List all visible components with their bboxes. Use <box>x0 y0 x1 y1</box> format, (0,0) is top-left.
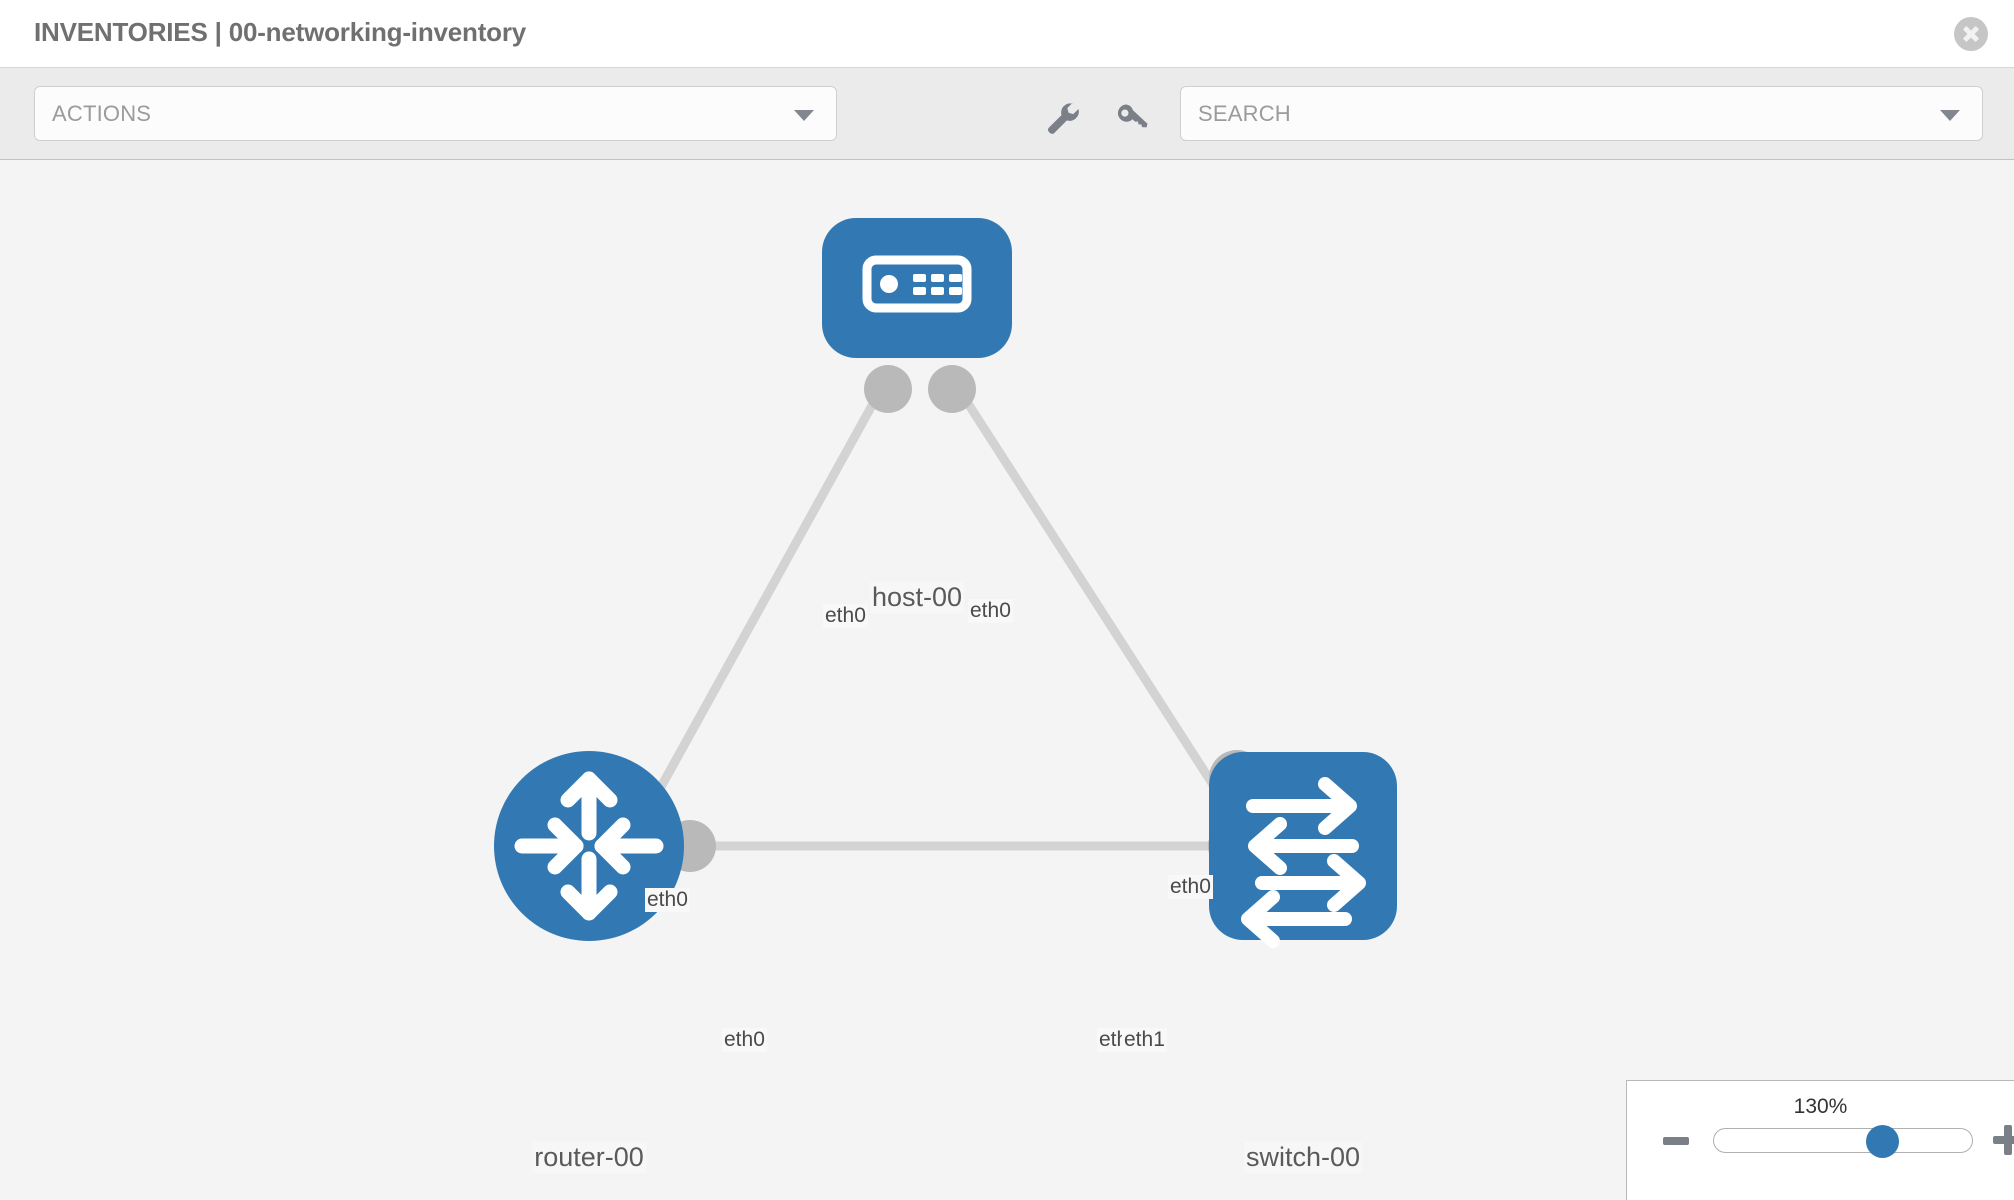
server-icon <box>862 255 972 313</box>
node-host-00 <box>822 218 1012 358</box>
actions-dropdown[interactable]: ACTIONS <box>34 86 837 141</box>
node-label-host-00: host-00 <box>869 582 965 613</box>
plus-icon[interactable] <box>1993 1125 2014 1155</box>
router-arrows-icon <box>514 771 664 921</box>
chevron-down-icon <box>794 109 814 121</box>
node-label-switch-00: switch-00 <box>1243 1142 1363 1173</box>
breadcrumb: INVENTORIES | 00-networking-inventory <box>34 17 527 47</box>
zoom-control-panel: 130% <box>1626 1080 2014 1200</box>
plus-icon-stroke <box>2004 1125 2012 1155</box>
zoom-slider-handle[interactable] <box>1866 1125 1899 1158</box>
actions-dropdown-label: ACTIONS <box>52 101 152 126</box>
node-switch-00 <box>1209 752 1397 948</box>
toolbar: ACTIONS SEARCH <box>0 68 2014 160</box>
interface-label: eth0 <box>645 888 690 912</box>
interface-label: eth0 <box>968 599 1013 623</box>
plus-icon-stroke <box>1993 1136 2014 1144</box>
page-header: INVENTORIES | 00-networking-inventory <box>0 0 2014 68</box>
node-label-router-00: router-00 <box>532 1142 646 1173</box>
chevron-down-icon[interactable] <box>1940 109 1960 121</box>
node-router-00 <box>494 751 684 941</box>
interface-connector <box>864 365 912 413</box>
switch-arrows-icon <box>1241 777 1366 948</box>
server-icon-led <box>880 275 898 293</box>
key-icon[interactable] <box>1112 98 1152 138</box>
interface-label: eth0 <box>722 1028 767 1052</box>
zoom-level-label: 130% <box>1793 1095 1848 1118</box>
link-layer <box>616 388 1266 864</box>
topology-graph <box>494 218 1397 948</box>
interface-label: eth0 <box>1168 875 1213 899</box>
zoom-slider[interactable] <box>1713 1125 1973 1158</box>
search-input[interactable]: SEARCH <box>1180 86 1983 141</box>
link-host00-router00 <box>616 388 884 864</box>
close-icon[interactable] <box>1954 17 1988 51</box>
interface-connector <box>928 365 976 413</box>
search-input-placeholder: SEARCH <box>1198 101 1291 126</box>
minus-icon[interactable] <box>1663 1137 1689 1145</box>
node-router-00-shape <box>494 751 684 941</box>
interface-label: eth1 <box>1122 1028 1167 1052</box>
topology-canvas[interactable]: eth0 eth0 eth0 eth0 eth0 eth0 eth1 host-… <box>0 161 2014 1200</box>
interface-label: eth0 <box>823 604 868 628</box>
wrench-icon[interactable] <box>1043 98 1083 138</box>
server-icon-vents <box>913 274 962 295</box>
